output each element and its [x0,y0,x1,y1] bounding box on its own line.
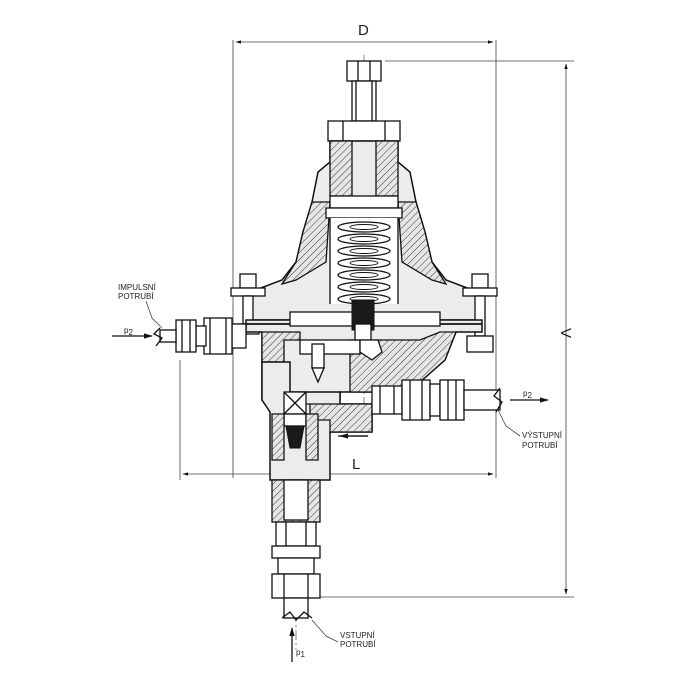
inlet-pipe-label-line2: POTRUBÍ [340,640,376,649]
diaphragm-housing [245,299,483,401]
impulse-pressure-arrow: p2 [112,326,153,339]
dimension-v-label: V [557,328,574,338]
dimension-l: L [179,360,494,480]
impulse-pipe-label-line2: POTRUBÍ [118,292,154,301]
inlet-fitting [271,479,321,621]
impulse-pipe-label-line1: IMPULSNÍ [118,283,157,292]
flange-bolt-right [462,273,498,353]
dimension-l-label: L [352,456,360,473]
dimension-d-label: D [358,22,369,39]
spring-coil [337,245,391,257]
impulse-fitting [152,317,247,355]
spring-coil [337,233,391,245]
outlet-pressure-arrow: p2 [510,389,549,403]
spring-coil [337,257,391,269]
svg-text:p2: p2 [523,389,532,400]
outlet-pipe-label-line2: POTRUBÍ [522,441,558,450]
svg-text:p2: p2 [124,326,133,337]
spring-coil-inner [349,236,379,242]
inlet-pressure-arrow: p1 [289,627,305,662]
spring-coil [337,221,391,233]
outlet-fitting [371,379,503,421]
lock-nut [327,120,401,142]
svg-text:p1: p1 [296,648,305,659]
outlet-pipe-note: VÝSTUPNÍ POTRUBÍ [497,409,563,450]
spring-coil-inner [349,272,379,278]
outlet-pipe-label-line1: VÝSTUPNÍ [522,431,563,440]
spring-coil-inner [349,224,379,230]
impulse-pipe-note: IMPULSNÍ POTRUBÍ [118,283,163,329]
inlet-pipe-label-line1: VSTUPNÍ [340,631,375,640]
dimension-v: V [320,60,574,598]
spring-coil-inner [349,248,379,254]
spring-coil-inner [349,284,379,290]
inlet-pipe-note: VSTUPNÍ POTRUBÍ [311,619,376,649]
regulating-spring [329,218,399,305]
spring-coil [337,269,391,281]
spring-coil [337,281,391,293]
spring-coil-inner [349,260,379,266]
valve-body [261,361,373,481]
